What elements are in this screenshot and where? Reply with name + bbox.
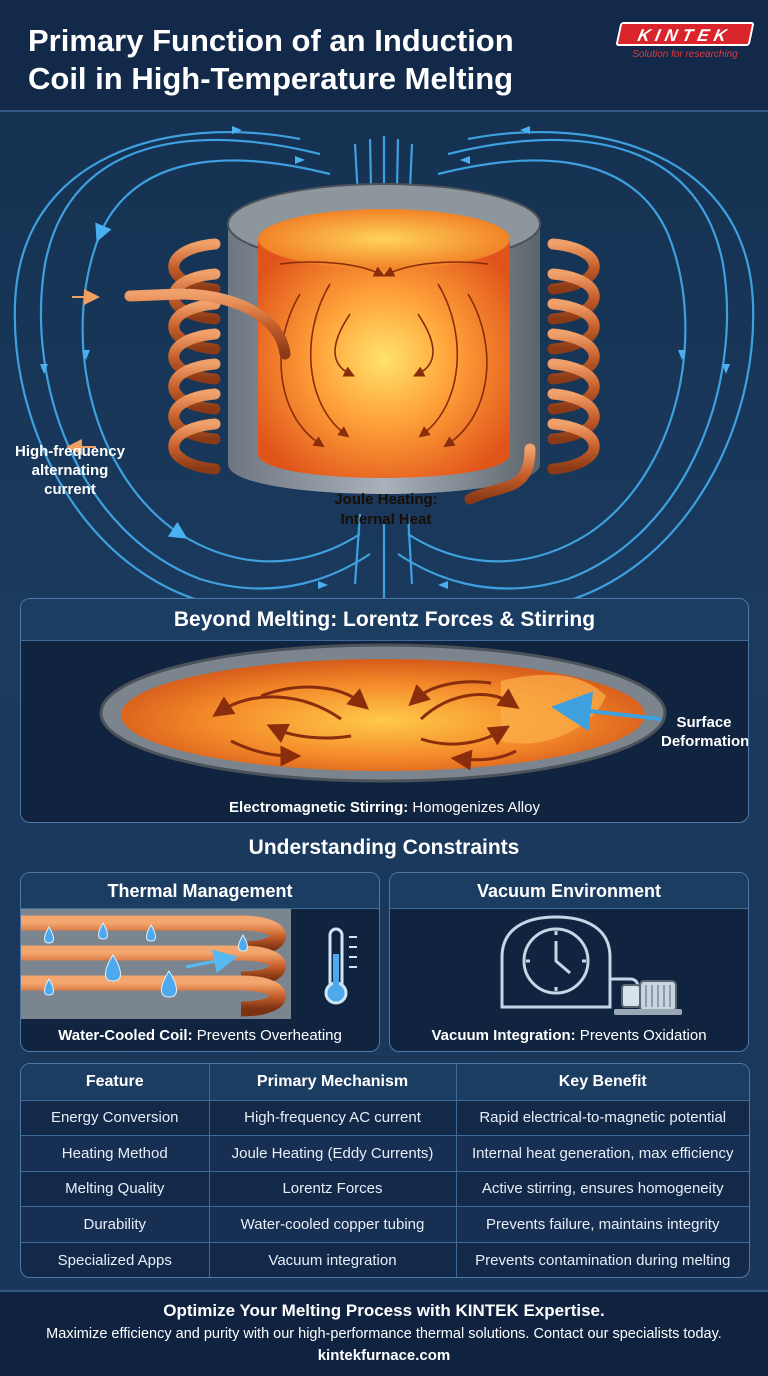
table-cell: Specialized Apps	[21, 1242, 210, 1277]
column-header: Key Benefit	[456, 1064, 749, 1101]
current-direction-arrows	[66, 289, 100, 455]
logo-tagline: Solution for researching	[632, 49, 738, 60]
footer-url-link[interactable]: kintekfurnace.com	[317, 1347, 451, 1364]
column-header: Primary Mechanism	[209, 1064, 457, 1101]
field-arrowheads	[40, 126, 730, 589]
footer-headline: Optimize Your Melting Process with KINTE…	[163, 1301, 605, 1320]
crucible	[227, 183, 541, 494]
thermal-caption: Water-Cooled Coil: Prevents Overheating	[21, 1027, 379, 1044]
table-cell: Heating Method	[21, 1135, 210, 1172]
coil-diagram	[13, 126, 755, 611]
page-title: Primary Function of an Induction Coil in…	[28, 22, 608, 98]
surface-callout-arrow	[551, 691, 662, 732]
table-cell: Energy Conversion	[21, 1100, 210, 1137]
table-row: Energy Conversion High-frequency AC curr…	[21, 1100, 749, 1137]
table-cell: Prevents failure, maintains integrity	[456, 1206, 749, 1243]
table-row: Specialized Apps Vacuum integration Prev…	[21, 1242, 749, 1277]
table-row: Heating Method Joule Heating (Eddy Curre…	[21, 1135, 749, 1172]
copper-coil	[124, 238, 600, 505]
thermal-caption-rest: Prevents Overheating	[192, 1027, 342, 1044]
vacuum-pump-icon	[614, 980, 682, 1015]
table-cell: Active stirring, ensures homogeneity	[456, 1171, 749, 1208]
lorentz-caption-bold: Electromagnetic Stirring:	[229, 799, 409, 816]
summary-table: Feature Primary Mechanism Key Benefit En…	[20, 1063, 750, 1278]
stirring-illustration	[99, 643, 667, 783]
lorentz-forces-panel: Beyond Melting: Lorentz Forces & Stirrin…	[20, 598, 749, 823]
constraints-heading: Understanding Constraints	[248, 836, 520, 859]
lorentz-caption: Electromagnetic Stirring: Homogenizes Al…	[21, 799, 748, 816]
footer-cta: Optimize Your Melting Process with KINTE…	[0, 1290, 768, 1376]
thermometer-icon	[324, 927, 357, 1005]
copper-tubes	[21, 915, 286, 1019]
table-cell: High-frequency AC current	[209, 1100, 457, 1137]
column-header: Feature	[21, 1064, 210, 1101]
vacuum-heading: Vacuum Environment	[390, 873, 748, 909]
title-line-1: Primary Function of an Induction	[28, 23, 514, 58]
table-cell: Joule Heating (Eddy Currents)	[209, 1135, 457, 1172]
footer-body: Maximize efficiency and purity with our …	[46, 1326, 722, 1342]
table-row: Melting Quality Lorentz Forces Active st…	[21, 1171, 749, 1208]
table-cell: Water-cooled copper tubing	[209, 1206, 457, 1243]
water-drop-icon	[44, 922, 248, 998]
joule-label-line-2: Internal Heat	[340, 511, 432, 528]
induction-coil-illustration: High-frequency alternating current Joule…	[0, 114, 768, 614]
joule-heating-label: Joule Heating: Internal Heat	[300, 490, 472, 530]
vacuum-caption-rest: Prevents Oxidation	[575, 1027, 707, 1044]
thermal-management-panel: Thermal Management	[20, 872, 380, 1052]
header: Primary Function of an Induction Coil in…	[0, 0, 768, 112]
table-cell: Melting Quality	[21, 1171, 210, 1208]
table-header-row: Feature Primary Mechanism Key Benefit	[21, 1064, 749, 1101]
lorentz-caption-rest: Homogenizes Alloy	[408, 799, 540, 816]
vacuum-illustration	[500, 915, 682, 1015]
eddy-current-arrows	[279, 261, 489, 448]
table-cell: Durability	[21, 1206, 210, 1243]
clock-gauge-icon	[500, 915, 639, 1009]
table-row: Durability Water-cooled copper tubing Pr…	[21, 1206, 749, 1243]
thermal-heading: Thermal Management	[21, 873, 379, 909]
water-flow-arrow	[185, 949, 238, 974]
logo-wordmark: KINTEK	[615, 22, 755, 46]
magnetic-field-lines	[13, 131, 755, 611]
thermal-caption-bold: Water-Cooled Coil:	[58, 1027, 193, 1044]
vacuum-environment-panel: Vacuum Environment Vacuum Integration: P…	[389, 872, 749, 1052]
current-label: High-frequency alternating current	[14, 443, 125, 498]
table-cell: Vacuum integration	[209, 1242, 457, 1277]
vacuum-caption-bold: Vacuum Integration:	[431, 1027, 576, 1044]
table-cell: Lorentz Forces	[209, 1171, 457, 1208]
stirring-arrows	[212, 680, 520, 771]
kintek-logo: KINTEK Solution for researching	[615, 22, 755, 60]
lorentz-heading: Beyond Melting: Lorentz Forces & Stirrin…	[21, 599, 748, 641]
surface-deformation-label: Surface Deformation	[661, 714, 749, 750]
table-cell: Prevents contamination during melting	[475, 1251, 731, 1269]
vacuum-caption: Vacuum Integration: Prevents Oxidation	[390, 1027, 748, 1044]
table-cell: Rapid electrical-to-magnetic potential	[456, 1100, 749, 1137]
title-line-2: Coil in High-Temperature Melting	[28, 61, 514, 96]
table-cell: Internal heat generation, max efficiency	[456, 1135, 749, 1172]
joule-label-line-1: Joule Heating:	[334, 491, 438, 508]
water-cooled-coil-illustration	[21, 909, 357, 1019]
